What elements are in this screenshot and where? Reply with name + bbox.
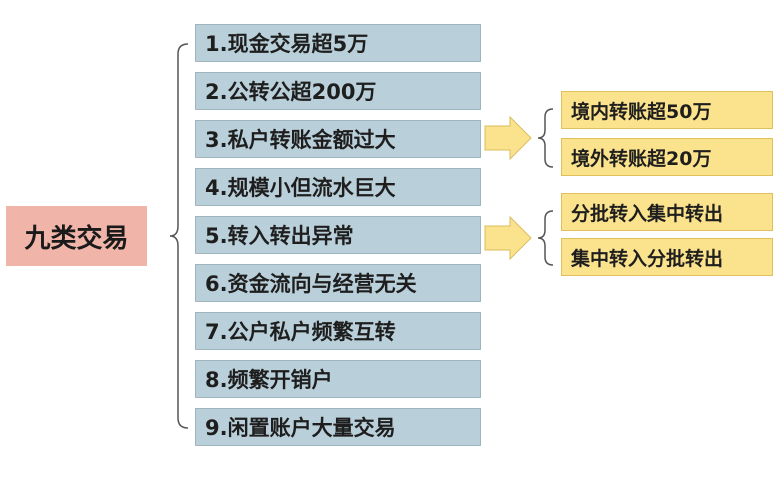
item-6: 6.资金流向与经营无关 <box>195 264 481 302</box>
item-3: 3.私户转账金额过大 <box>195 120 481 158</box>
item-9: 9.闲置账户大量交易 <box>195 408 481 446</box>
item-4: 4.规模小但流水巨大 <box>195 168 481 206</box>
sub-item-3-2: 境外转账超20万 <box>561 138 773 176</box>
item-1: 1.现金交易超5万 <box>195 24 481 62</box>
item-8: 8.频繁开销户 <box>195 360 481 398</box>
arrow-icon <box>484 115 532 161</box>
item-7: 7.公户私户频繁互转 <box>195 312 481 350</box>
sub-bracket-1 <box>537 108 554 168</box>
item-2: 2.公转公超200万 <box>195 72 481 110</box>
main-bracket <box>169 43 189 429</box>
item-5: 5.转入转出异常 <box>195 216 481 254</box>
sub-item-5-1: 分批转入集中转出 <box>561 193 773 231</box>
sub-item-5-2: 集中转入分批转出 <box>561 238 773 276</box>
arrow-icon <box>484 215 532 261</box>
sub-bracket-2 <box>537 210 554 266</box>
sub-item-3-1: 境内转账超50万 <box>561 91 773 129</box>
root-node: 九类交易 <box>6 206 147 266</box>
